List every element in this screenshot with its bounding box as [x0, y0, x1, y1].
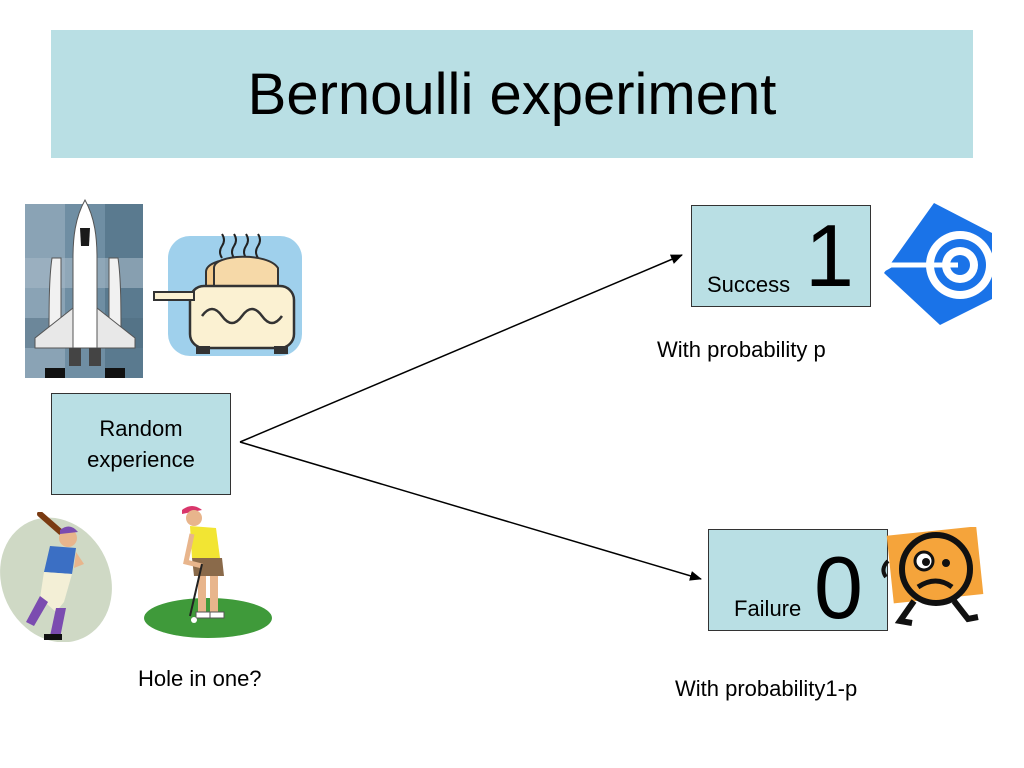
- arrow-to-success: [239, 254, 683, 443]
- failure-probability: With probability1-p: [675, 676, 858, 701]
- hole-in-one-caption: Hole in one?: [138, 666, 262, 691]
- arrow-to-failure: [239, 441, 702, 581]
- page-title: Bernoulli experiment: [247, 61, 777, 127]
- random-box-line2: experience: [87, 447, 195, 472]
- toaster-icon: [153, 233, 302, 356]
- success-digit: 1: [805, 206, 854, 305]
- random-experience-box: Random experience: [51, 393, 231, 495]
- rocket-shuttle-icon: [25, 198, 143, 378]
- success-label: Success: [707, 272, 791, 297]
- success-box: Success 1: [691, 205, 871, 307]
- failure-digit: 0: [814, 538, 863, 637]
- title-banner: Bernoulli experiment: [51, 30, 973, 158]
- sad-face-icon: [881, 527, 984, 626]
- success-probability: With probability p: [657, 337, 826, 362]
- golfer-icon: [144, 506, 272, 638]
- failure-box: Failure 0: [708, 529, 888, 637]
- target-arrow-icon: [878, 203, 994, 325]
- baseball-player-icon: [0, 512, 112, 642]
- random-box-line1: Random: [99, 416, 183, 441]
- failure-label: Failure: [734, 596, 802, 621]
